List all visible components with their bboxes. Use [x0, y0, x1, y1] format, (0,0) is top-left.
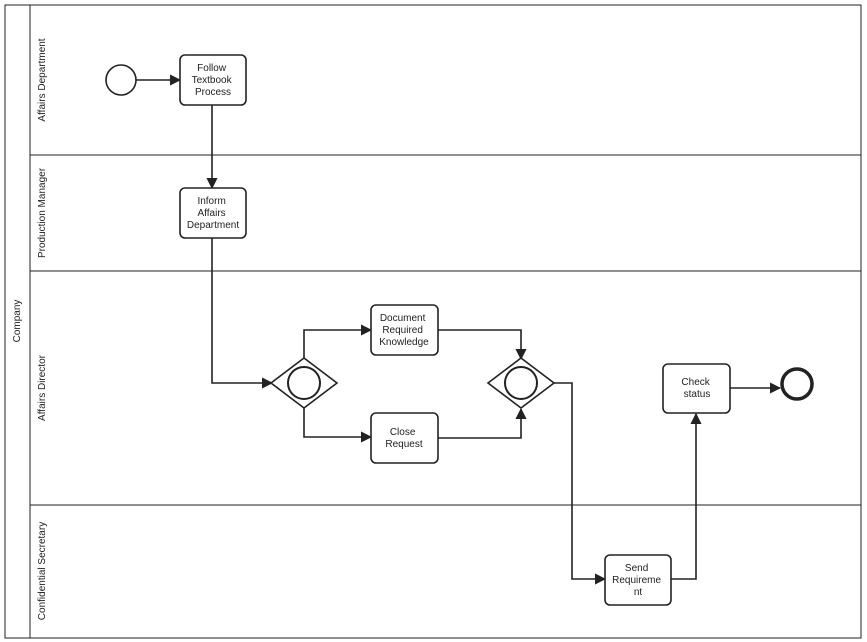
task-check-status[interactable]: Check status — [662, 363, 731, 414]
task-document-required-knowledge[interactable]: Document Required Knowledge — [370, 304, 439, 356]
task-inform-affairs-department[interactable]: Inform Affairs Department — [179, 187, 247, 239]
start-event[interactable] — [105, 64, 137, 96]
flow-document-to-join — [438, 329, 527, 361]
lane-production-manager: Production Manager — [30, 167, 861, 272]
task-send-requirement[interactable]: Send Requireme nt — [604, 554, 672, 606]
sequence-flows — [136, 74, 782, 585]
lane-label: Confidential Secretary — [37, 522, 48, 620]
task-close-request[interactable]: Close Request — [370, 412, 439, 464]
flow-close-to-join — [438, 407, 527, 439]
lane-label: Production Manager — [37, 167, 48, 258]
lane-confidential-secretary: Confidential Secretary — [37, 522, 48, 620]
lane-label: Affairs Director — [37, 354, 48, 421]
flow-split-to-document — [303, 324, 373, 358]
pool-company: Company — [4, 4, 862, 639]
svg-text:Check status: Check status — [681, 377, 712, 400]
flow-join-to-send — [554, 382, 607, 585]
lane-affairs-department: Affairs Department — [30, 38, 861, 156]
gateway-split[interactable] — [269, 356, 339, 410]
svg-text:Close Request: Close Request — [385, 427, 422, 450]
end-event[interactable] — [780, 367, 814, 401]
svg-text:Inform Affairs Dep: Inform Affairs Department — [187, 196, 239, 231]
svg-text:Follow Textbook Pr: Follow Textbook Process — [192, 63, 235, 98]
pool-label: Company — [12, 300, 23, 343]
gateway-join[interactable] — [486, 356, 556, 410]
task-follow-textbook-process[interactable]: Follow Textbook Process — [179, 54, 247, 106]
flow-inform-to-split — [211, 238, 274, 389]
flow-split-to-close — [303, 408, 373, 443]
flow-send-to-check — [671, 412, 702, 580]
svg-text:Document Required: Document Required Knowledge — [379, 313, 429, 348]
lane-label: Affairs Department — [37, 38, 48, 121]
svg-text:Send Requireme nt: Send Requireme nt — [612, 563, 664, 598]
lane-affairs-director: Affairs Director — [30, 354, 861, 506]
